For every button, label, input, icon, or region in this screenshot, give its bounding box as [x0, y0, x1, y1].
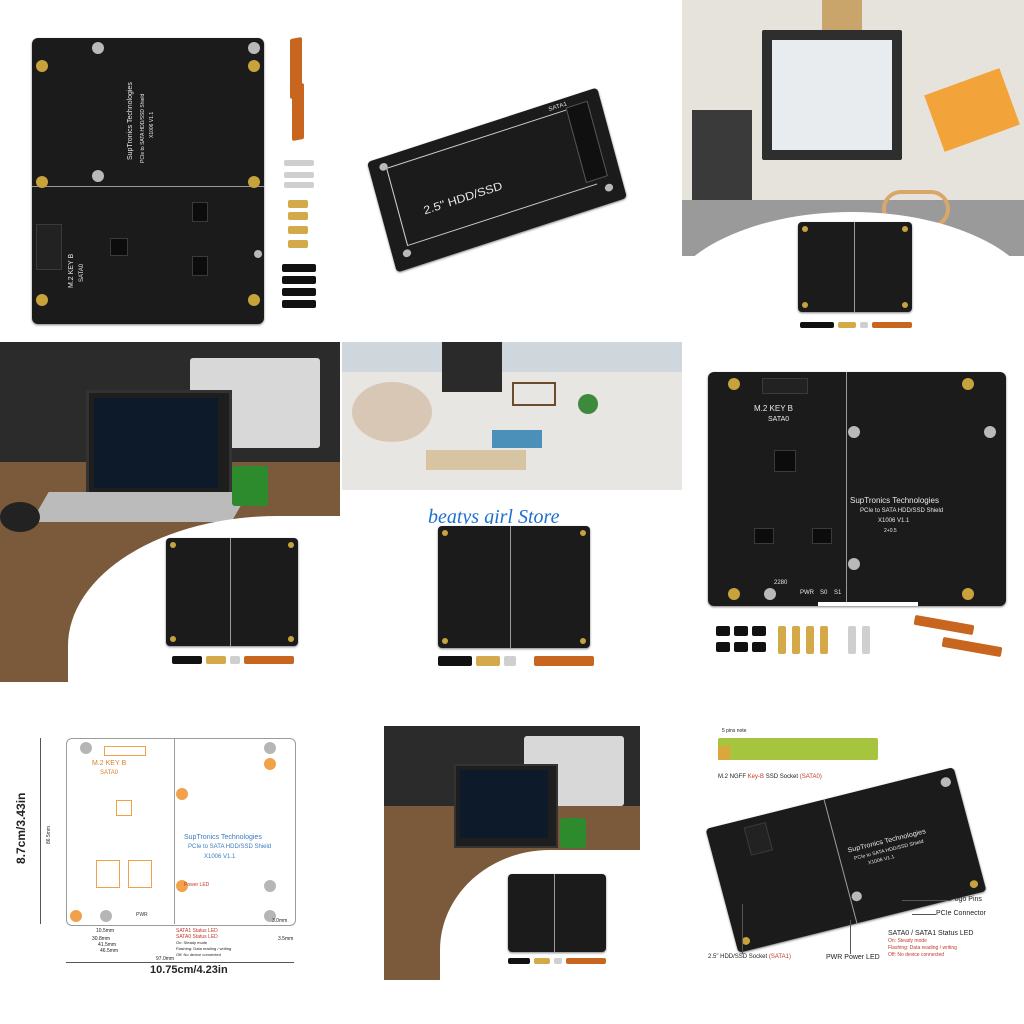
height-dimension: 8.7cm/3.43in — [14, 792, 28, 864]
pcb-board-angled: SupTronics Technologies PCIe to SATA HDD… — [705, 767, 987, 953]
office-scene-photo-2 — [342, 342, 682, 490]
board-inset-1 — [682, 212, 1024, 342]
model-label-2: X1006 V1.1 — [878, 518, 910, 524]
pogo-pins-label: Pogo Pins — [950, 896, 982, 903]
pcb-board-back: 2.5" HDD/SSD SATA1 — [367, 87, 627, 273]
hdd-label: 2.5" HDD/SSD — [422, 178, 504, 218]
model-label: X1006 V1.1 — [149, 111, 155, 138]
dim-product-label: PCIe to SATA HDD/SSD Shield — [188, 844, 272, 850]
flex-cable-2 — [292, 82, 304, 142]
product-photo-top-view-2: M.2 KEY B SATA0 SupTronics Technologies … — [682, 342, 1024, 682]
hdd-socket-label: 2.5" HDD/SSD Socket (SATA1) — [708, 954, 791, 960]
dim-model-label: X1006 V1.1 — [204, 854, 236, 860]
left-measure: 86.5mm — [46, 825, 52, 844]
pcb-board: SupTronics Technologies PCIe to SATA HDD… — [32, 38, 264, 324]
led-flash-note: Flashing: Data reading / writing — [888, 945, 957, 951]
pwr-pin-label: PWR — [800, 590, 814, 596]
bottom-measure-2: 30.8mm — [92, 936, 111, 942]
product-photo-top-view: SupTronics Technologies PCIe to SATA HDD… — [0, 0, 340, 340]
m2-ssd-illustration — [718, 738, 878, 760]
socket-label: M.2 NGFF Key-B SSD Socket (SATA0) — [718, 774, 822, 780]
pwr-led-label: PWR Power LED — [826, 954, 880, 961]
note-on: On: Steady mode — [176, 940, 208, 945]
sata0-label-2: SATA0 — [768, 416, 790, 423]
right-measure-top: 3.0mm — [272, 918, 288, 924]
rev-label: 2+0.5 — [884, 528, 897, 534]
m2-label-2: M.2 KEY B — [754, 404, 793, 413]
led-off-note: Off: No device connected — [888, 952, 945, 958]
pcb-board-2: M.2 KEY B SATA0 SupTronics Technologies … — [708, 372, 1006, 606]
feature-diagram: 5 pins note M.2 NGFF Key-B SSD Socket (S… — [682, 724, 1024, 984]
company-label-2: SupTronics Technologies — [850, 496, 939, 505]
status-led-label: SATA0 / SATA1 Status LED — [888, 930, 974, 937]
bottom-measure-5: 97.0mm — [156, 956, 175, 962]
right-measure-bottom: 3.5mm — [278, 936, 294, 942]
company-label: SupTronics Technologies — [127, 82, 134, 160]
s0-pin-label: S0 — [820, 590, 828, 596]
bottom-measure-3: 41.5mm — [98, 942, 117, 948]
s1-pin-label: S1 — [834, 590, 842, 596]
note-power-led: Power LED — [184, 882, 210, 888]
led-on-note: On: Steady mode — [888, 938, 927, 944]
product-label-2: PCIe to SATA HDD/SSD Shield — [860, 508, 944, 514]
note-off: Off: No device connected — [176, 952, 221, 957]
product-label: PCIe to SATA HDD/SSD Shield — [140, 93, 146, 163]
bottom-measure-1: 10.5mm — [96, 928, 115, 934]
product-photo-angled-back: 2.5" HDD/SSD SATA1 — [342, 0, 682, 340]
note-flash: Flashing: Data reading / writing — [176, 946, 232, 951]
dimension-drawing: M.2 KEY B SATA0 SupTronics Technologies … — [0, 724, 340, 984]
board-inset-3 — [342, 524, 682, 682]
pcie-connector-label: PCIe Connector — [936, 910, 986, 917]
laptop-scene-photo-2 — [384, 726, 640, 980]
bottom-measure-4: 46.5mm — [100, 948, 119, 954]
dim-sata0-label: SATA0 — [100, 770, 119, 776]
sata0-label: SATA0 — [79, 263, 85, 282]
m2-label: M.2 KEY B — [68, 253, 75, 288]
board-inset-2 — [68, 516, 340, 682]
dim-company-label: SupTronics Technologies — [184, 834, 262, 841]
note-sata0-led: SATA0 Status LED — [176, 934, 218, 940]
note-sata1-led: SATA1 Status LED — [176, 928, 218, 934]
pins-note: 5 pins note — [722, 728, 747, 734]
store-watermark: beatys girl Store — [428, 506, 560, 528]
width-dimension: 10.75cm/4.23in — [150, 964, 228, 976]
dim-m2-label: M.2 KEY B — [92, 760, 127, 767]
dim-pin-label: PWR — [136, 912, 148, 918]
size-2280-label: 2280 — [774, 580, 788, 586]
